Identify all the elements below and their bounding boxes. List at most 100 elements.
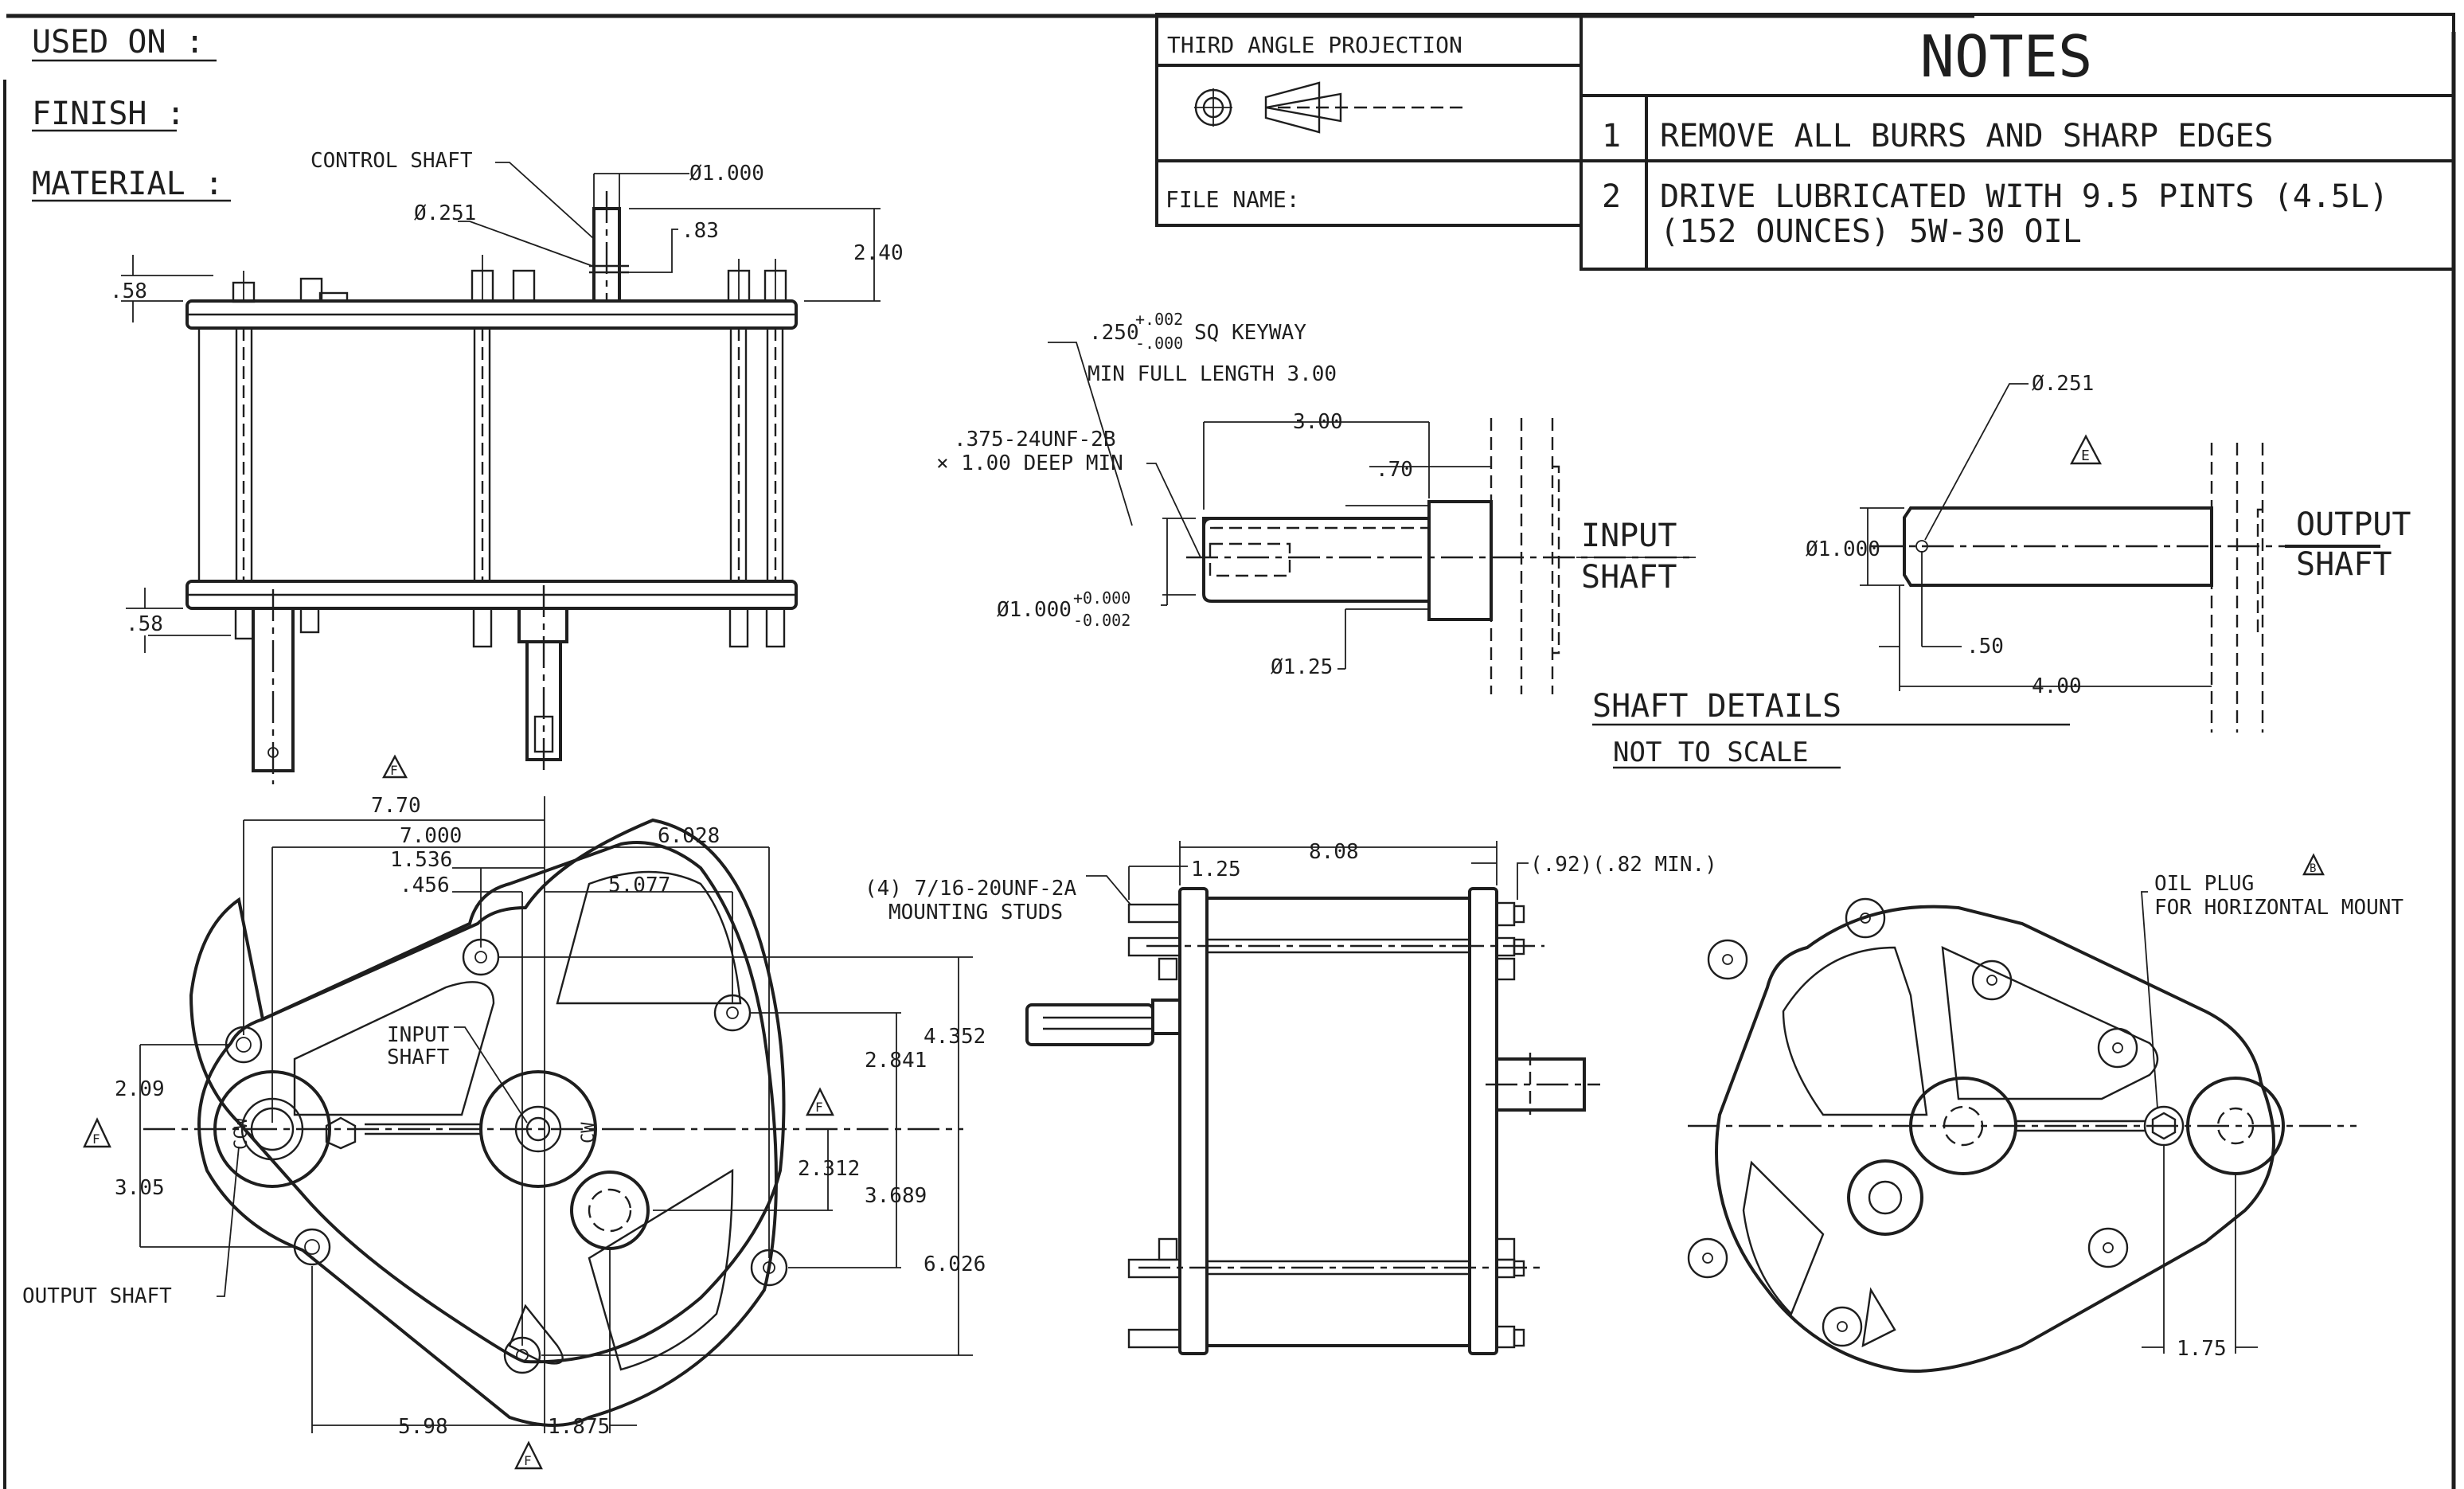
- not-to-scale-label: NOT TO SCALE: [1613, 737, 1809, 768]
- file-name-label: FILE NAME:: [1166, 186, 1300, 213]
- input-shaft-side: [1025, 999, 1181, 1046]
- nut: [1158, 957, 1178, 981]
- input-shaft-top-view: [517, 585, 568, 772]
- dim-dia-251: Ø.251: [414, 201, 476, 225]
- mounting-stud: [1127, 936, 1181, 957]
- bolt-boss: [1971, 959, 2013, 1001]
- bolt-boss: [1707, 939, 1748, 980]
- bolt-boss: [1822, 1306, 1863, 1347]
- svg-text:F: F: [390, 763, 398, 778]
- dim-92-82: (.92)(.82 MIN.): [1530, 853, 1717, 877]
- input-shaft-label-line2: SHAFT: [387, 1045, 450, 1069]
- svg-text:F: F: [92, 1131, 100, 1147]
- stud: [728, 607, 749, 648]
- studs-callout-line1: (4) 7/16-20UNF-2A: [865, 877, 1076, 901]
- note-2-text-line2: (152 OUNCES) 5W-30 OIL: [1660, 213, 2082, 250]
- dim-3-689: 3.689: [865, 1184, 927, 1208]
- shaft-details-title: SHAFT DETAILS: [1592, 688, 1841, 725]
- note-2-text-line1: DRIVE LUBRICATED WITH 9.5 PINTS (4.5L): [1660, 178, 2388, 215]
- svg-text:F: F: [524, 1453, 532, 1468]
- note-1-text: REMOVE ALL BURRS AND SHARP EDGES: [1660, 118, 2274, 154]
- oil-plug-label-line1: OIL PLUG: [2154, 872, 2254, 896]
- dim-5-98: 5.98: [398, 1415, 448, 1439]
- mounting-stud: [1127, 903, 1181, 924]
- header-labels: USED ON : FINISH : MATERIAL :: [32, 24, 231, 202]
- side-view: [1025, 841, 1600, 1355]
- svg-text:F: F: [815, 1100, 823, 1115]
- used-on-label: USED ON :: [32, 24, 205, 61]
- dim-input-dia-tol-minus: -0.002: [1073, 611, 1130, 630]
- front-view: [139, 796, 973, 1433]
- nut: [1158, 1237, 1178, 1261]
- oil-plug-label-line2: FOR HORIZONTAL MOUNT: [2154, 896, 2403, 920]
- nut: [1495, 1325, 1525, 1349]
- input-shaft-label-line1: INPUT: [1581, 518, 1677, 554]
- projection-label: THIRD ANGLE PROJECTION: [1167, 32, 1462, 58]
- nut: [1495, 1258, 1525, 1279]
- note-1-number: 1: [1602, 118, 1621, 154]
- keyway-base: .250: [1089, 321, 1139, 345]
- dim-2-312: 2.312: [798, 1157, 860, 1181]
- dim-dia-1000: Ø1.000: [689, 162, 764, 186]
- output-shaft-label-line1: OUTPUT: [2296, 506, 2411, 543]
- input-shaft-detail: [1048, 342, 1696, 694]
- tie-rod: [473, 328, 491, 581]
- bolt-boss: [1687, 1237, 1728, 1279]
- dim-6-028: 6.028: [658, 824, 720, 848]
- note-2-number: 2: [1602, 178, 1621, 215]
- mounting-stud: [1127, 1328, 1181, 1349]
- revision-triangle-e: E: [2070, 434, 2102, 465]
- ccw-label: CCW: [232, 1118, 252, 1150]
- dim-1-25: 1.25: [1191, 858, 1241, 881]
- dim-7-70: 7.70: [371, 794, 421, 818]
- dim-7-000: 7.000: [400, 824, 462, 848]
- dim-83: .83: [681, 219, 719, 243]
- rear-view: [1687, 891, 2357, 1373]
- nut: [763, 259, 787, 303]
- dim-456: .456: [400, 873, 450, 897]
- dim-50: .50: [1966, 635, 2004, 659]
- stud: [299, 607, 320, 634]
- nut: [1495, 1237, 1516, 1261]
- svg-text:E: E: [2081, 447, 2090, 464]
- finish-label: FINISH :: [32, 96, 185, 132]
- dim-5-077: 5.077: [608, 873, 670, 897]
- stud: [765, 607, 786, 648]
- material-label: MATERIAL :: [32, 166, 224, 202]
- third-angle-projection-symbol: [1194, 81, 1465, 134]
- nut: [1495, 957, 1516, 981]
- dim-1-75: 1.75: [2177, 1337, 2227, 1361]
- dim-4-00: 4.00: [2032, 674, 2082, 698]
- nut: [1495, 936, 1525, 957]
- revision-triangle-f: F: [381, 754, 408, 779]
- output-shaft-detail: [1860, 383, 2380, 733]
- dimension-lines: [121, 162, 881, 653]
- stud: [234, 607, 255, 640]
- top-view: .58 .58 2.40 .83 Ø1.000 Ø.251 CONTROL SH…: [110, 149, 904, 784]
- dim-58-bottom: .58: [126, 612, 163, 636]
- title-block: THIRD ANGLE PROJECTION FILE NAME: NOTES …: [1155, 13, 2455, 271]
- revision-triangle-f: F: [514, 1440, 543, 1470]
- keyway-label: SQ KEYWAY: [1194, 321, 1306, 345]
- dim-input-dia-base: Ø1.000: [997, 598, 1072, 622]
- keyway-min-length: MIN FULL LENGTH 3.00: [1088, 362, 1337, 386]
- revision-triangle-f: F: [83, 1117, 111, 1148]
- keyway-tol-plus: +.002: [1135, 310, 1183, 329]
- output-shaft-label: OUTPUT SHAFT: [22, 1284, 172, 1308]
- bolt-boss: [2087, 1227, 2129, 1268]
- nut: [232, 271, 256, 303]
- keyway-tol-minus: -.000: [1135, 334, 1183, 353]
- notes-title: NOTES: [1920, 23, 2093, 90]
- dim-dia-1-25: Ø1.25: [1271, 655, 1333, 679]
- cw-label: CW: [579, 1122, 599, 1143]
- dim-2-40: 2.40: [853, 241, 904, 265]
- output-shaft-top-view: [252, 589, 295, 784]
- dim-output-dia-251: Ø.251: [2032, 372, 2094, 396]
- revision-triangle-f: F: [806, 1087, 834, 1116]
- nut: [1495, 901, 1525, 927]
- stud: [472, 607, 493, 648]
- dim-1-875: 1.875: [548, 1415, 610, 1439]
- studs-callout-line2: MOUNTING STUDS: [888, 901, 1063, 924]
- output-shaft-label-line2: SHAFT: [2296, 546, 2392, 583]
